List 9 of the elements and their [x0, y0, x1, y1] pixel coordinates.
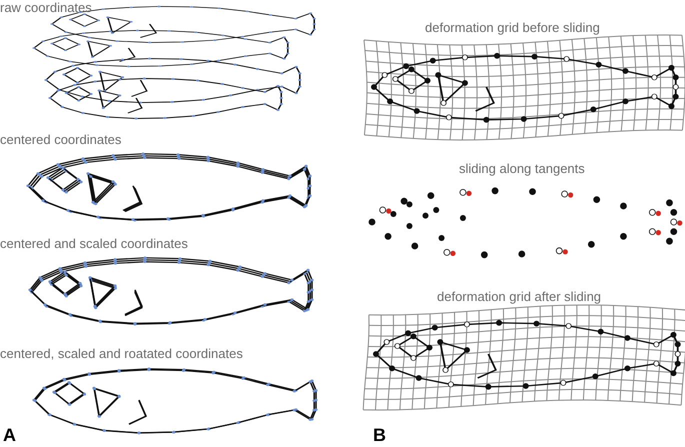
panel-title: centered, scaled and roatated coordinates	[0, 346, 243, 362]
panel-title: centered coordinates	[0, 132, 122, 148]
panel-letter: B	[373, 424, 386, 446]
panel-title: deformation grid before sliding	[425, 20, 600, 36]
panel-letter: A	[3, 424, 16, 446]
panel-title: deformation grid after sliding	[437, 289, 602, 306]
panel-title: raw coordinates	[0, 0, 92, 16]
panel-title: centered and scaled coordinates	[0, 236, 188, 252]
panel-title: sliding along tangents	[459, 161, 585, 178]
